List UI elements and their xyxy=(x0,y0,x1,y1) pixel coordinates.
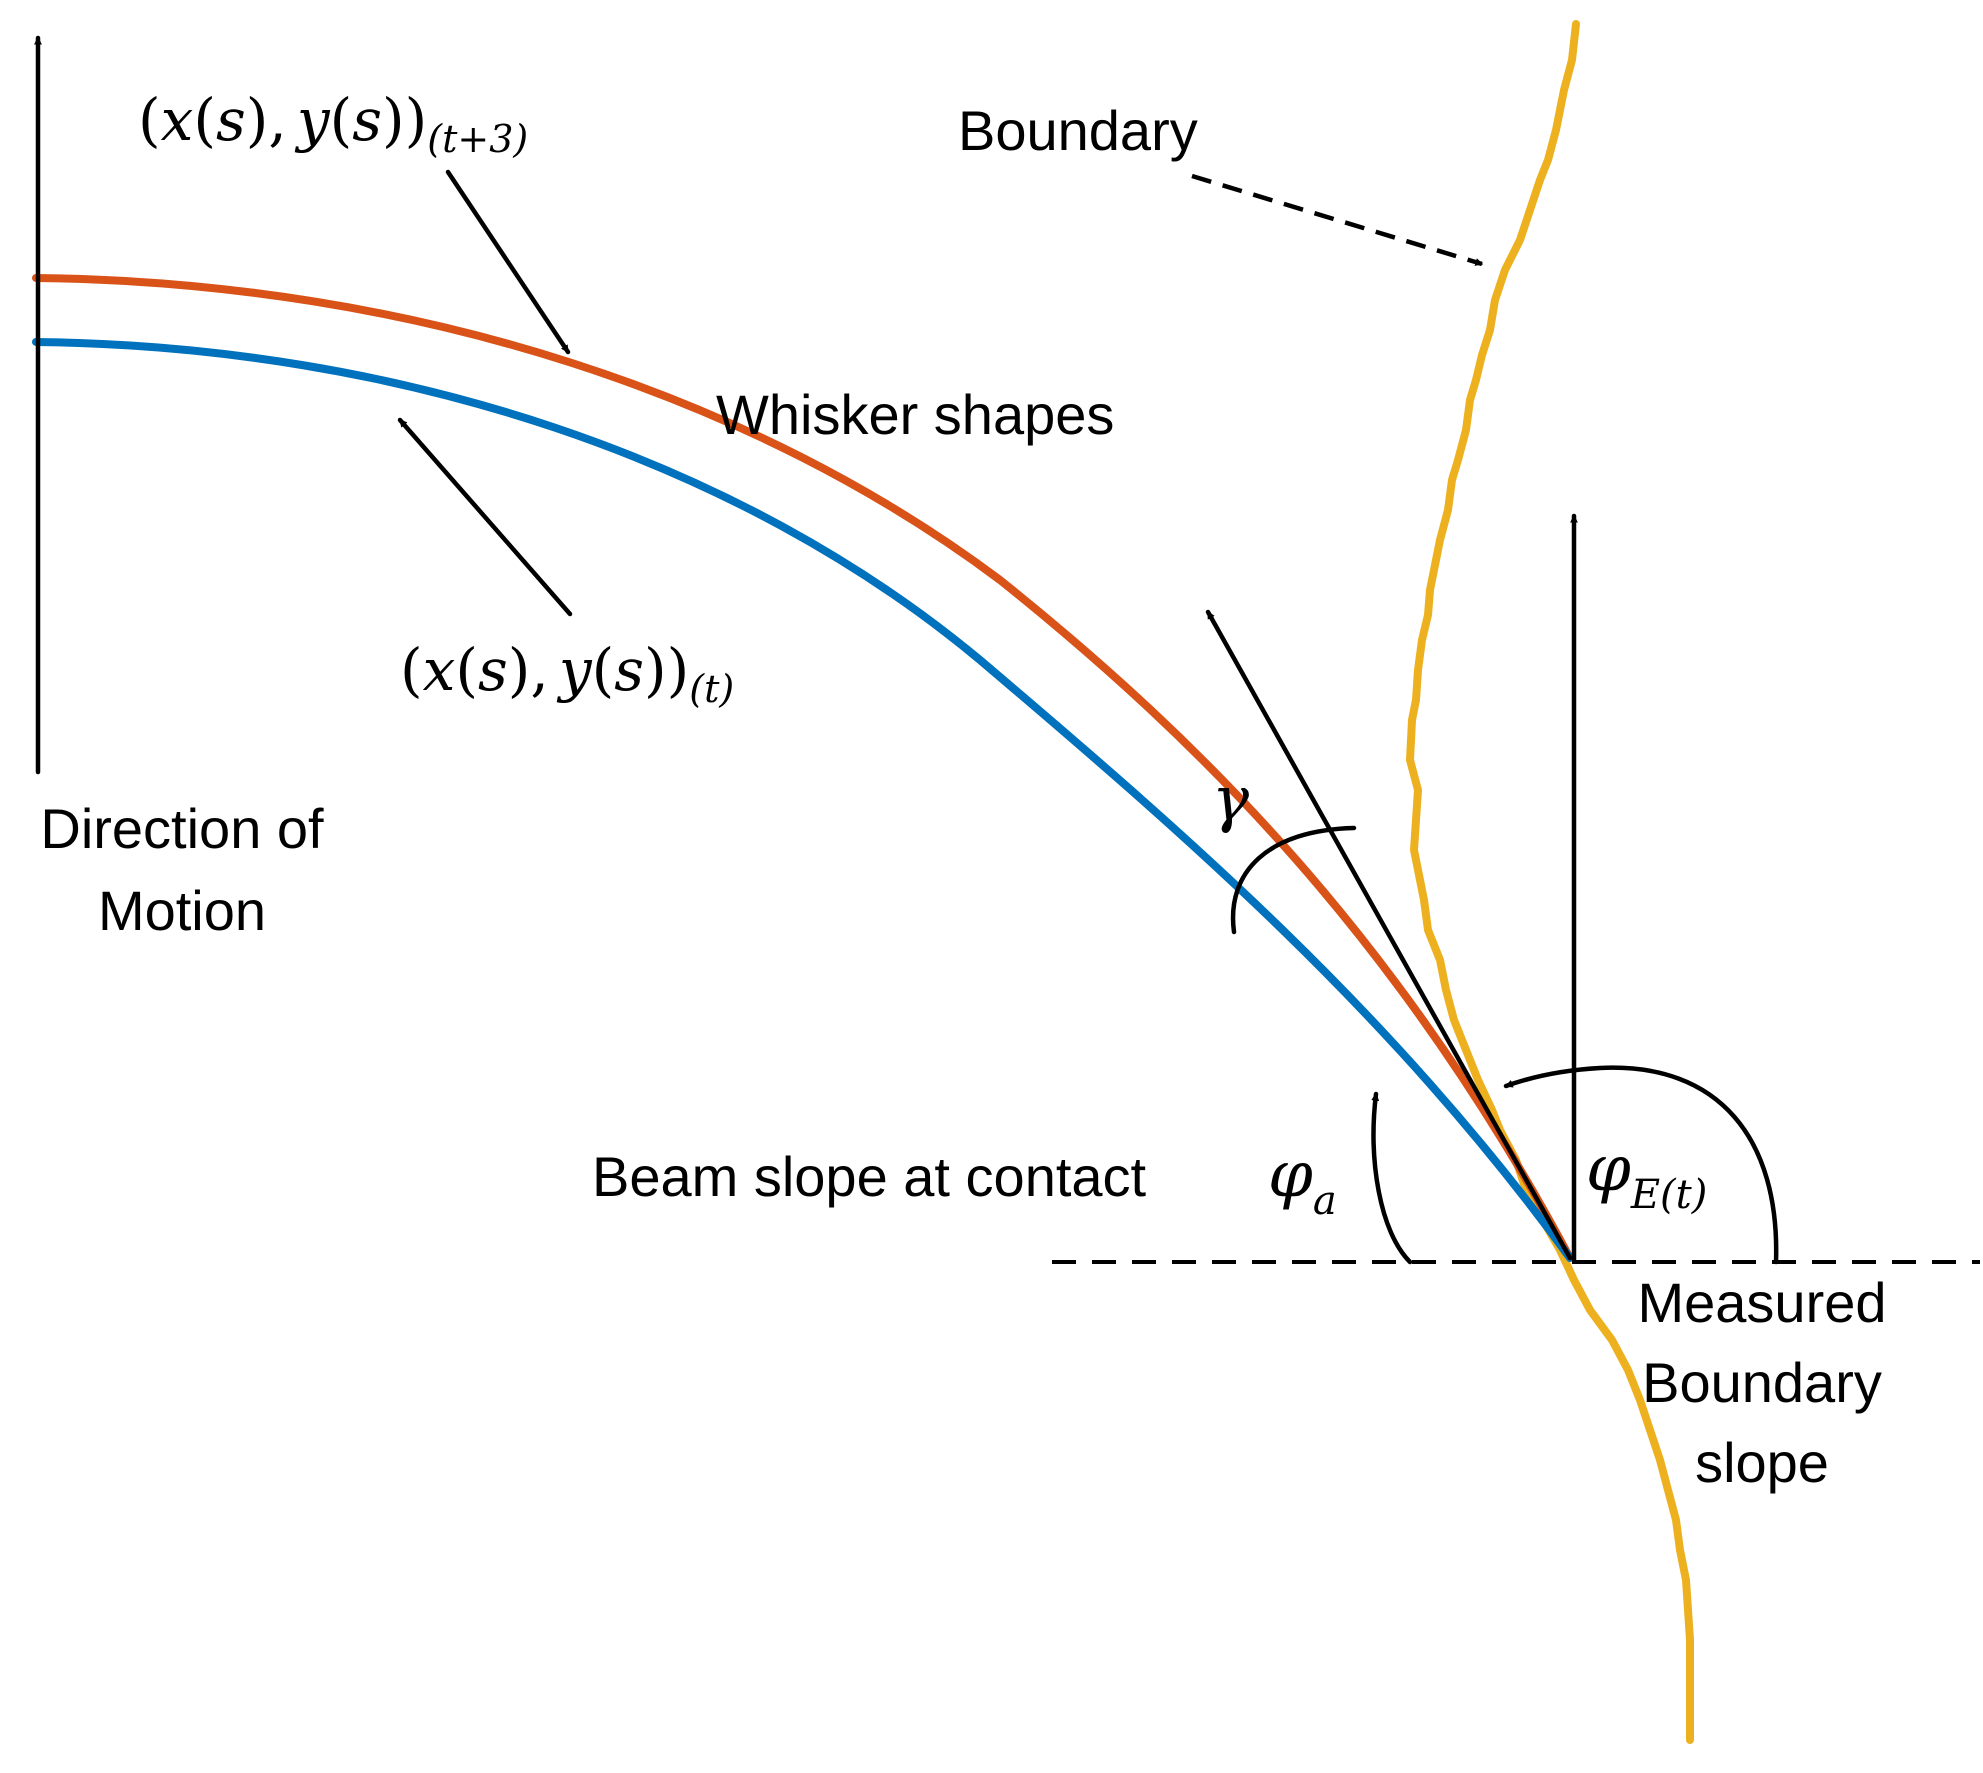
phi-E-angle-arc xyxy=(1503,1065,1779,1265)
measured-boundary-slope-line3: slope xyxy=(1695,1431,1829,1494)
direction-of-motion-label-line2: Motion xyxy=(98,879,266,942)
measured-boundary-slope-line2: Boundary xyxy=(1642,1351,1882,1414)
gamma-angle-arc xyxy=(1230,825,1357,935)
measured-boundary-slope-line1: Measured xyxy=(1637,1271,1886,1334)
pointer-arrow-t-plus-3 xyxy=(445,169,571,355)
beam-slope-label: Beam slope at contact xyxy=(592,1145,1147,1208)
phi-a-angle-arc xyxy=(1371,1091,1413,1265)
shape-formula-t-plus-3: (x(s),y(s))(t+3) xyxy=(138,86,528,161)
whisker-shape-t-plus-3 xyxy=(32,274,1574,1262)
phi-a-symbol: φa xyxy=(1268,1138,1337,1224)
boundary-label: Boundary xyxy=(958,99,1198,162)
direction-of-motion-label-line1: Direction of xyxy=(40,797,324,860)
phi-E-symbol: φE(t) xyxy=(1586,1132,1707,1218)
gamma-symbol: γ xyxy=(1212,762,1250,835)
whisker-shape-t xyxy=(32,338,1574,1262)
contact-tangent-arrow xyxy=(1205,609,1573,1261)
boundary-pointer-arrow xyxy=(1191,173,1484,267)
shape-formula-t: (x(s),y(s))(t) xyxy=(400,636,734,711)
pointer-arrow-t xyxy=(397,417,573,617)
boundary-curve xyxy=(1406,20,1694,1744)
whisker-shapes-label: Whisker shapes xyxy=(716,383,1114,446)
